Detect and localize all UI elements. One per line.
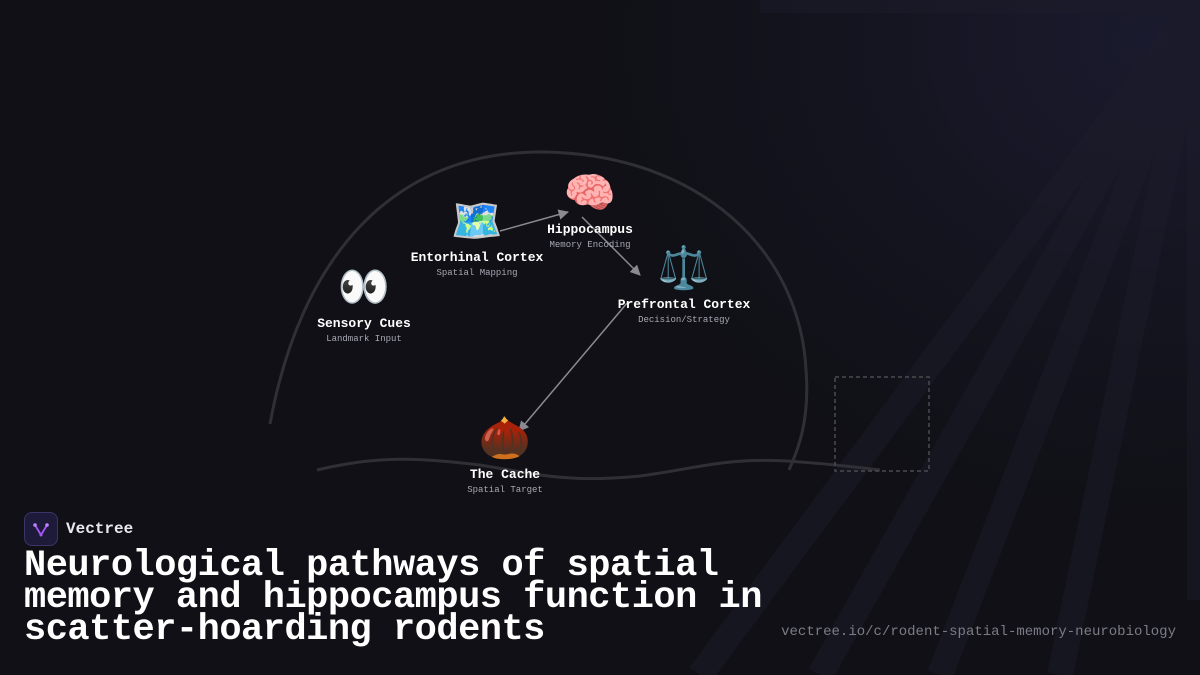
map-icon: 🗺️ xyxy=(450,196,504,245)
scales-icon: ⚖️ xyxy=(657,243,711,292)
node-hippocampus: 🧠 Hippocampus Memory Encoding xyxy=(547,168,633,250)
arrow-prefrontal-to-cache xyxy=(518,301,629,432)
node-prefrontal-cortex: ⚖️ Prefrontal Cortex Decision/Strategy xyxy=(618,243,751,325)
brain-icon: 🧠 xyxy=(563,168,617,217)
node-subtitle: Landmark Input xyxy=(326,334,402,344)
node-entorhinal-cortex: 🗺️ Entorhinal Cortex Spatial Mapping xyxy=(411,196,544,278)
brand-name: Vectree xyxy=(66,520,134,538)
node-title: Prefrontal Cortex xyxy=(617,297,751,312)
node-subtitle: Decision/Strategy xyxy=(638,315,730,325)
arrow-hippocampus-to-prefrontal xyxy=(581,216,641,276)
brain-outline xyxy=(268,150,809,471)
page-url[interactable]: vectree.io/c/rodent-spatial-memory-neuro… xyxy=(781,624,1176,640)
node-subtitle: Memory Encoding xyxy=(549,240,631,250)
chestnut-icon: 🌰 xyxy=(478,413,532,462)
arrow-entorhinal-to-hippocampus xyxy=(499,209,570,232)
page-title: Neurological pathways of spatial memory … xyxy=(24,545,762,651)
brand[interactable]: Vectree xyxy=(24,512,133,546)
node-title: The Cache xyxy=(469,467,541,482)
cache-zone-box xyxy=(834,376,930,472)
node-the-cache: 🌰 The Cache Spatial Target xyxy=(467,413,543,495)
node-title: Hippocampus xyxy=(547,222,633,237)
node-subtitle: Spatial Target xyxy=(467,485,543,495)
vectree-logo-icon xyxy=(24,512,58,546)
eyes-icon: 👀 xyxy=(337,262,391,311)
node-subtitle: Spatial Mapping xyxy=(436,268,518,278)
node-title: Entorhinal Cortex xyxy=(410,250,544,265)
ground-line xyxy=(316,457,881,481)
node-title: Sensory Cues xyxy=(317,316,411,331)
node-sensory-cues: 👀 Sensory Cues Landmark Input xyxy=(317,262,411,344)
